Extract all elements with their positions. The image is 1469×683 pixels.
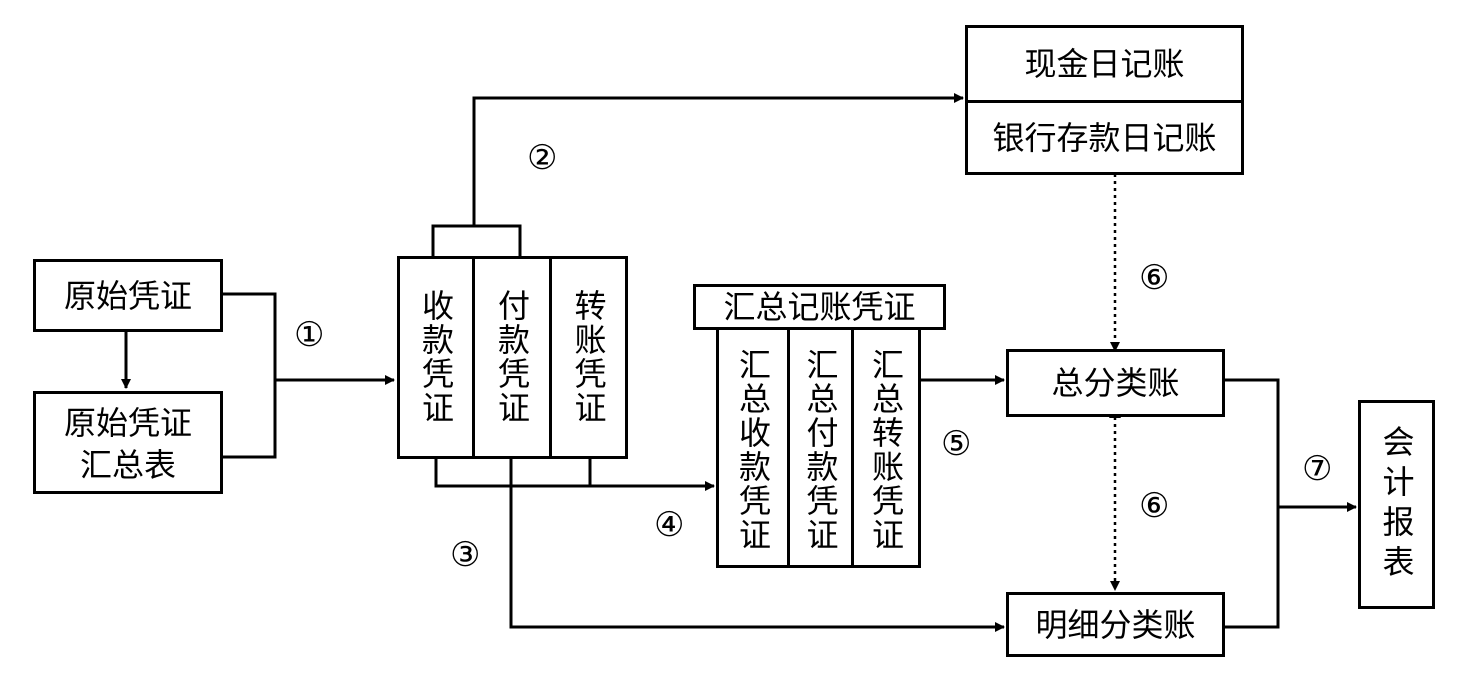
cash-journal-label: 现金日记账	[1024, 45, 1185, 83]
summary-voucher-header-label: 汇总记账凭证	[723, 288, 916, 326]
bank-journal-label: 银行存款日记账	[992, 118, 1217, 157]
summary-payment-voucher-column: 汇总付款凭证	[787, 327, 854, 568]
subsidiary-ledger-box: 明细分类账	[1006, 592, 1225, 657]
step-2-label: ②	[527, 138, 558, 178]
summary-transfer-voucher-column: 汇总转账凭证	[851, 327, 921, 568]
summary-receipt-voucher-label: 汇总收款凭证	[734, 348, 772, 552]
journals-box: 现金日记账 银行存款日记账	[965, 25, 1244, 175]
bracket-step2-top	[431, 224, 522, 257]
receipt-voucher-label: 收款凭证	[417, 289, 455, 425]
financial-statements-box: 会计报表	[1358, 400, 1435, 609]
original-voucher-summary-box: 原始凭证 汇总表	[33, 391, 223, 494]
step-3-label: ③	[450, 535, 481, 575]
original-voucher-summary-line2: 汇总表	[79, 446, 176, 484]
bracket-step7	[1225, 378, 1280, 629]
subsidiary-ledger-label: 明细分类账	[1035, 605, 1196, 644]
arrow-step3	[509, 457, 1005, 632]
original-voucher-box: 原始凭证	[33, 259, 223, 332]
general-ledger-label: 总分类账	[1051, 364, 1180, 402]
summary-payment-voucher-label: 汇总付款凭证	[801, 348, 840, 552]
summary-voucher-header: 汇总记账凭证	[693, 284, 946, 330]
transfer-voucher-label: 转账凭证	[569, 289, 608, 425]
step-6a-label: ⑥	[1139, 258, 1170, 298]
step-6b-label: ⑥	[1139, 486, 1170, 526]
bracket-step1	[222, 292, 277, 459]
transfer-voucher-column: 转账凭证	[549, 256, 628, 459]
summary-receipt-voucher-column: 汇总收款凭证	[716, 327, 790, 568]
summary-transfer-voucher-label: 汇总转账凭证	[867, 348, 905, 552]
receipt-voucher-column: 收款凭证	[397, 256, 475, 459]
step-7-label: ⑦	[1302, 449, 1333, 489]
original-voucher-summary-line1: 原始凭证	[63, 404, 192, 442]
arrow-step2	[472, 93, 964, 226]
financial-statements-label: 会计报表	[1377, 424, 1416, 585]
step-4-label: ④	[654, 505, 685, 545]
step-1-label: ①	[294, 315, 325, 355]
bracket-step4-bottom	[434, 457, 592, 488]
step-5-label: ⑤	[941, 424, 972, 464]
payment-voucher-label: 付款凭证	[493, 289, 531, 425]
payment-voucher-column: 付款凭证	[472, 256, 552, 459]
general-ledger-box: 总分类账	[1006, 349, 1225, 417]
original-voucher-label: 原始凭证	[63, 276, 192, 315]
journals-divider	[968, 100, 1241, 103]
